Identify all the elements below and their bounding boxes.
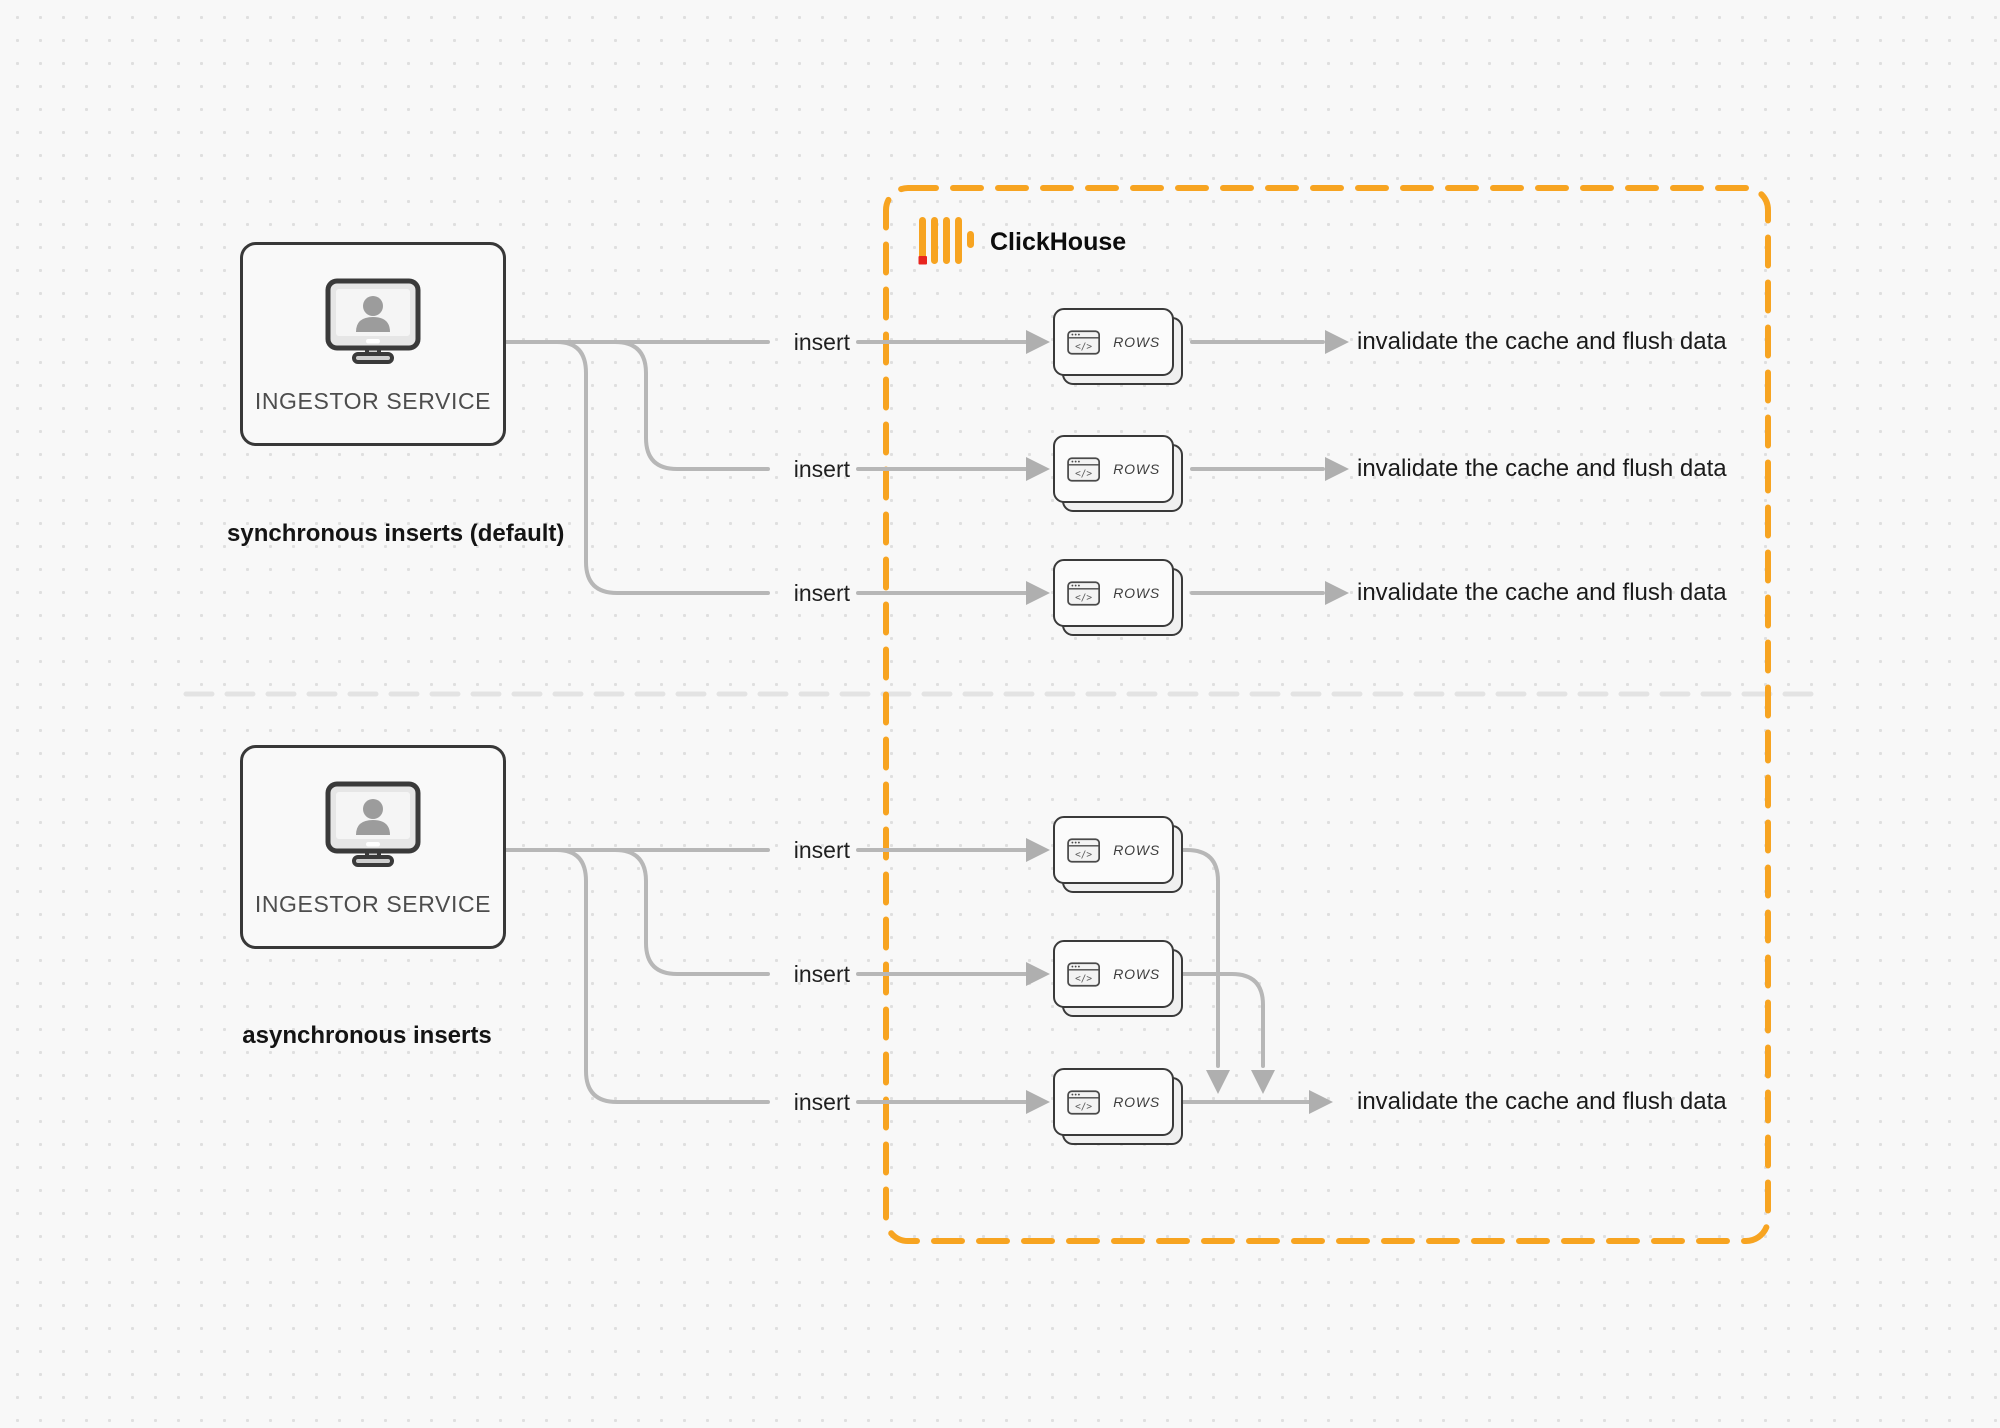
rows-node: </> ROWS <box>1053 940 1183 1017</box>
rows-node: </> ROWS <box>1053 559 1183 636</box>
insert-label: insert <box>793 456 850 482</box>
code-window-icon: </> <box>1067 1089 1101 1115</box>
rows-node: </> ROWS <box>1053 435 1183 512</box>
clickhouse-logo-icon <box>918 217 974 265</box>
rows-node: </> ROWS <box>1053 816 1183 893</box>
rows-node-front-card: </> ROWS <box>1053 940 1174 1008</box>
rows-node-front-card: </> ROWS <box>1053 559 1174 627</box>
rows-node: </> ROWS <box>1053 1068 1183 1145</box>
rows-label: ROWS <box>1113 461 1160 477</box>
svg-text:</>: </> <box>1075 341 1092 352</box>
rows-node-front-card: </> ROWS <box>1053 435 1174 503</box>
svg-text:</>: </> <box>1075 592 1092 603</box>
svg-text:</>: </> <box>1075 849 1092 860</box>
code-window-icon: </> <box>1067 329 1101 355</box>
rows-node-front-card: </> ROWS <box>1053 308 1174 376</box>
async-section-caption: asynchronous inserts <box>242 1022 492 1049</box>
code-window-icon: </> <box>1067 961 1101 987</box>
invalidate-label: invalidate the cache and flush data <box>1357 455 1727 482</box>
svg-text:</>: </> <box>1075 468 1092 479</box>
clickhouse-title: ClickHouse <box>990 228 1127 256</box>
sync-section-caption: synchronous inserts (default) <box>227 520 565 547</box>
rows-node-front-card: </> ROWS <box>1053 1068 1174 1136</box>
ingestor-service-label: INGESTOR SERVICE <box>254 891 492 917</box>
rows-label: ROWS <box>1113 334 1160 350</box>
code-window-icon: </> <box>1067 456 1101 482</box>
insert-label: insert <box>793 580 850 606</box>
svg-text:</>: </> <box>1075 973 1092 984</box>
invalidate-label: invalidate the cache and flush data <box>1357 579 1727 606</box>
ingestor-service-node-sync: INGESTOR SERVICE <box>240 242 506 446</box>
rows-label: ROWS <box>1113 585 1160 601</box>
rows-node-front-card: </> ROWS <box>1053 816 1174 884</box>
insert-label: insert <box>793 329 850 355</box>
clickhouse-boundary <box>883 185 1771 1244</box>
invalidate-label: invalidate the cache and flush data <box>1357 328 1727 355</box>
connector-lines <box>504 340 1325 1104</box>
monitor-user-icon <box>325 278 421 364</box>
rows-label: ROWS <box>1113 1094 1160 1110</box>
invalidate-label: invalidate the cache and flush data <box>1357 1088 1727 1115</box>
code-window-icon: </> <box>1067 837 1101 863</box>
code-window-icon: </> <box>1067 580 1101 606</box>
monitor-user-icon <box>325 781 421 867</box>
ingestor-service-label: INGESTOR SERVICE <box>254 388 492 414</box>
rows-node: </> ROWS <box>1053 308 1183 385</box>
insert-label: insert <box>793 837 850 863</box>
insert-label: insert <box>793 1089 850 1115</box>
rows-label: ROWS <box>1113 966 1160 982</box>
ingestor-service-node-async: INGESTOR SERVICE <box>240 745 506 949</box>
svg-text:</>: </> <box>1075 1101 1092 1112</box>
arrowheads <box>1026 330 1349 1114</box>
rows-label: ROWS <box>1113 842 1160 858</box>
insert-label: insert <box>793 961 850 987</box>
